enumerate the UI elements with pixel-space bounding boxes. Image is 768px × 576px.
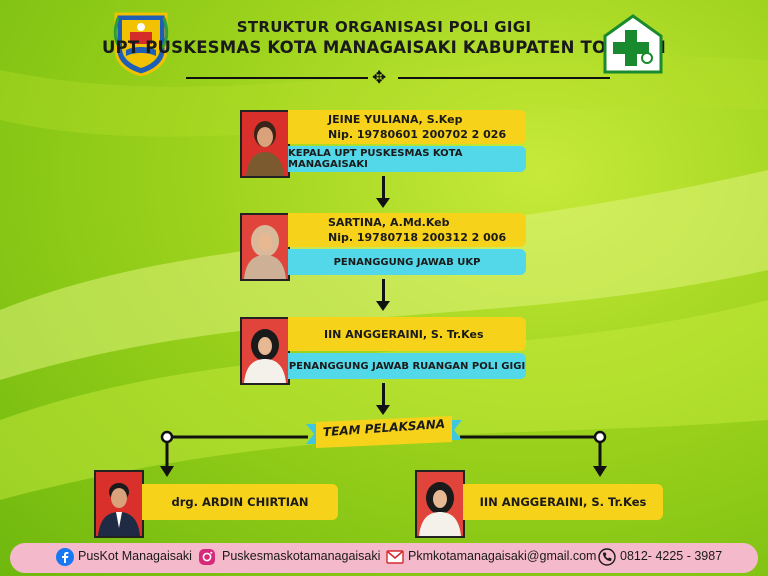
email-icon bbox=[386, 550, 404, 564]
person-portrait-icon bbox=[419, 482, 461, 536]
team-1-name: drg. ARDIN CHIRTIAN bbox=[171, 495, 309, 509]
title-divider-left bbox=[186, 77, 368, 79]
photo-team-1 bbox=[94, 470, 144, 538]
photo-head bbox=[240, 110, 290, 178]
arrow-head-1 bbox=[376, 198, 390, 208]
footer-email[interactable]: Pkmkotamanagaisaki@gmail.com bbox=[408, 549, 597, 563]
room-name: IIN ANGGERAINI, S. Tr.Kes bbox=[324, 328, 484, 341]
phone-icon bbox=[598, 548, 616, 566]
ukp-role: PENANGGUNG JAWAB UKP bbox=[333, 256, 481, 268]
head-role: KEPALA UPT PUSKESMAS KOTA MANAGAISAKI bbox=[288, 148, 463, 170]
head-name-box: JEINE YULIANA, S.Kep Nip. 19780601 20070… bbox=[288, 110, 526, 144]
coat-of-arms-logo bbox=[113, 12, 169, 76]
facebook-icon bbox=[56, 548, 74, 566]
person-portrait-icon bbox=[246, 121, 284, 176]
team-banner bbox=[306, 416, 462, 448]
title-divider-right bbox=[398, 77, 610, 79]
photo-room bbox=[240, 317, 290, 385]
instagram-icon bbox=[199, 549, 215, 565]
person-portrait-icon bbox=[244, 329, 286, 383]
team-2-name-box: IIN ANGGERAINI, S. Tr.Kes bbox=[463, 484, 663, 520]
person-portrait-icon bbox=[98, 483, 140, 536]
arrow-head-2 bbox=[376, 301, 390, 311]
footer-facebook[interactable]: PusKot Managaisaki bbox=[78, 549, 192, 563]
head-nip: Nip. 19780601 200702 2 026 bbox=[328, 128, 507, 141]
arrow-head-3 bbox=[376, 405, 390, 415]
team-2-name: IIN ANGGERAINI, S. Tr.Kes bbox=[479, 495, 647, 509]
photo-team-2 bbox=[415, 470, 465, 538]
ukp-name: SARTINA, A.Md.Keb bbox=[328, 216, 450, 229]
footer-phone[interactable]: 0812- 4225 - 3987 bbox=[620, 549, 723, 563]
room-role: PENANGGUNG JAWAB RUANGAN POLI GIGI bbox=[288, 360, 526, 372]
head-name: JEINE YULIANA, S.Kep bbox=[328, 113, 463, 126]
ornament-icon: ✥ bbox=[372, 68, 387, 87]
room-role-box: PENANGGUNG JAWAB RUANGAN POLI GIGI bbox=[288, 353, 526, 379]
head-role-box: KEPALA UPT PUSKESMAS KOTA MANAGAISAKI bbox=[288, 146, 526, 172]
ukp-role-box: PENANGGUNG JAWAB UKP bbox=[288, 249, 526, 275]
ukp-nip: Nip. 19780718 200312 2 006 bbox=[328, 231, 507, 244]
connector-1 bbox=[382, 176, 385, 200]
footer-instagram[interactable]: Puskesmaskotamanagaisaki bbox=[222, 549, 381, 563]
room-name-box: IIN ANGGERAINI, S. Tr.Kes bbox=[288, 317, 526, 351]
chart-subtitle: UPT PUSKESMAS KOTA MANAGAISAKI KABUPATEN… bbox=[101, 38, 667, 57]
person-portrait-icon bbox=[244, 225, 286, 279]
ukp-name-box: SARTINA, A.Md.Keb Nip. 19780718 200312 2… bbox=[288, 213, 526, 247]
photo-ukp bbox=[240, 213, 290, 281]
team-1-name-box: drg. ARDIN CHIRTIAN bbox=[142, 484, 338, 520]
connector-2 bbox=[382, 279, 385, 303]
connector-3 bbox=[382, 383, 385, 407]
chart-title: STRUKTUR ORGANISASI POLI GIGI bbox=[236, 18, 532, 36]
puskesmas-logo bbox=[603, 14, 663, 74]
footer-bar bbox=[10, 543, 758, 573]
